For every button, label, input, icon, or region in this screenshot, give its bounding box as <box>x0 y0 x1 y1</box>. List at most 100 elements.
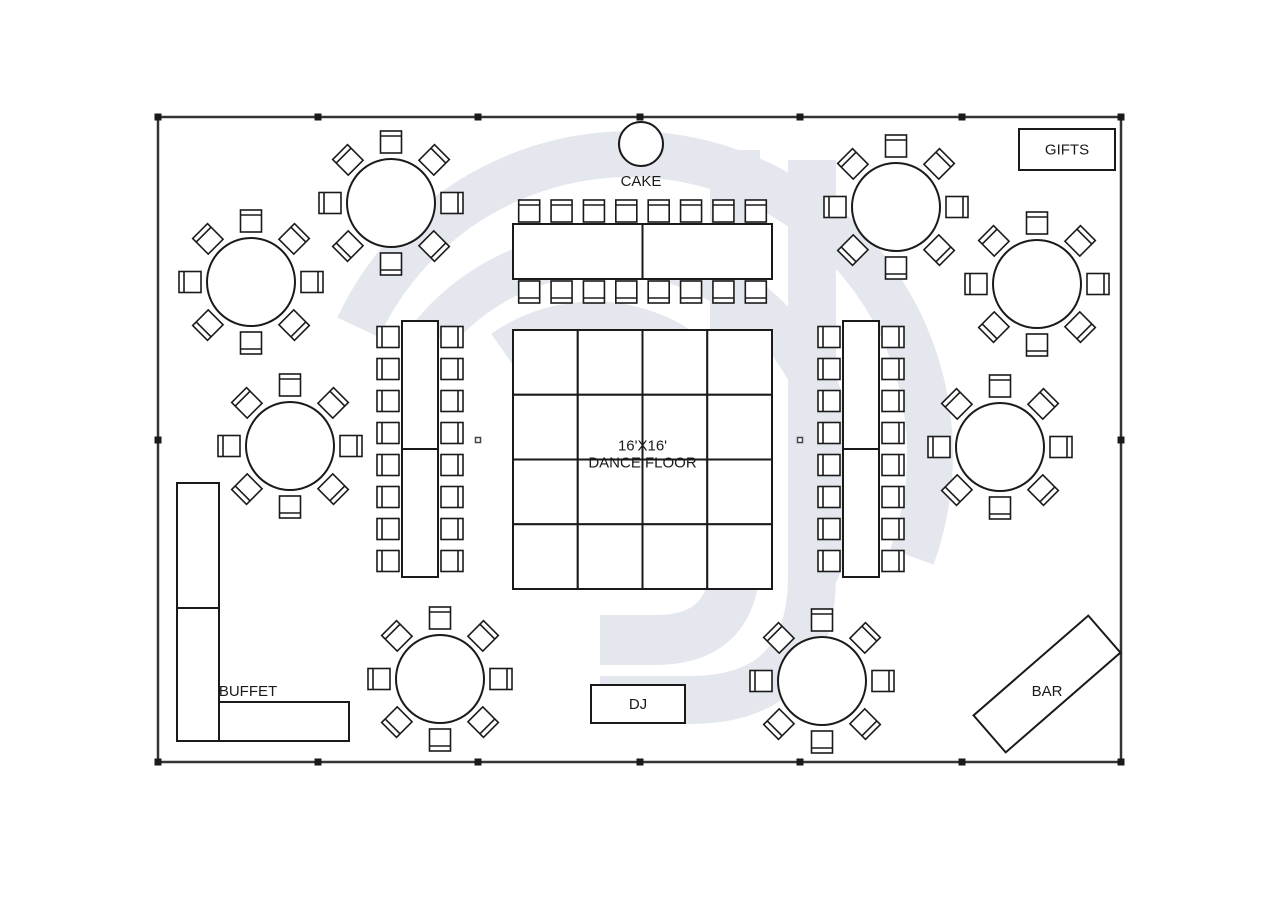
banquet-table-right-chair-right-1[interactable] <box>881 325 905 349</box>
bar-counter[interactable] <box>972 614 1122 754</box>
resize-handle-top-5[interactable] <box>958 113 966 121</box>
round-table-2-chair-3[interactable] <box>440 191 464 215</box>
round-table-2-chair-2[interactable] <box>417 143 451 177</box>
head-table-chair-top-6[interactable] <box>679 199 703 223</box>
banquet-table-left-chair-right-7[interactable] <box>440 517 464 541</box>
banquet-table-left-chair-right-6[interactable] <box>440 485 464 509</box>
round-table-5-chair-5[interactable] <box>884 256 908 280</box>
resize-handle-left-2[interactable] <box>154 758 162 766</box>
head-table-chair-bottom-7[interactable] <box>712 280 735 304</box>
round-table-7-chair-2[interactable] <box>1026 387 1060 421</box>
round-table-5-chair-2[interactable] <box>922 147 956 181</box>
round-table-1-chair-5[interactable] <box>239 331 263 355</box>
round-table-1[interactable] <box>206 237 296 327</box>
round-table-7-chair-4[interactable] <box>1026 473 1060 507</box>
banquet-table-right-chair-left-2[interactable] <box>817 357 841 381</box>
dance-floor-panel-r3c1[interactable] <box>512 458 579 526</box>
head-table-chair-bottom-6[interactable] <box>679 280 703 304</box>
banquet-table-left-chair-left-1[interactable] <box>376 325 400 349</box>
round-table-5-chair-1[interactable] <box>884 134 908 158</box>
dance-floor-panel-r2c4[interactable] <box>706 393 773 461</box>
head-table-chair-bottom-5[interactable] <box>647 280 670 304</box>
round-table-5-chair-6[interactable] <box>836 233 870 267</box>
banquet-table-right-chair-left-5[interactable] <box>817 453 841 477</box>
banquet-table-right-chair-right-7[interactable] <box>881 517 905 541</box>
buffet-counter[interactable] <box>176 482 350 742</box>
round-table-2-chair-8[interactable] <box>331 143 365 177</box>
banquet-table-left-chair-left-4[interactable] <box>376 421 400 445</box>
round-table-3-top[interactable] <box>245 401 335 491</box>
round-table-3-chair-5[interactable] <box>278 495 302 519</box>
round-table-5-chair-4[interactable] <box>922 233 956 267</box>
head-table-chair-top-7[interactable] <box>712 199 735 223</box>
banquet-table-left[interactable] <box>401 320 439 578</box>
head-table-chair-top-2[interactable] <box>550 199 573 223</box>
dance-floor-panel-r1c1[interactable] <box>512 329 579 396</box>
round-table-6-chair-1[interactable] <box>1025 211 1049 235</box>
round-table-3-chair-6[interactable] <box>230 472 264 506</box>
dance-floor[interactable] <box>512 329 773 590</box>
head-table-chair-top-5[interactable] <box>647 199 670 223</box>
round-table-5-chair-3[interactable] <box>945 195 969 219</box>
round-table-1-chair-3[interactable] <box>300 270 324 294</box>
head-table-chair-bottom-1[interactable] <box>517 280 541 304</box>
round-table-2-top[interactable] <box>346 158 436 248</box>
dance-floor-panel-r1c2[interactable] <box>576 329 644 396</box>
round-table-6-chair-6[interactable] <box>977 310 1011 344</box>
round-table-4-chair-3[interactable] <box>489 667 513 691</box>
banquet-table-left-chair-right-4[interactable] <box>440 421 464 445</box>
banquet-table-left-chair-right-3[interactable] <box>440 389 464 413</box>
banquet-table-left-chair-right-5[interactable] <box>440 453 464 477</box>
resize-handle-left-1[interactable] <box>154 436 162 444</box>
round-table-5-chair-7[interactable] <box>823 195 847 219</box>
banquet-table-left-chair-left-5[interactable] <box>376 453 400 477</box>
anchor-marker-1[interactable] <box>474 436 482 444</box>
banquet-table-right-chair-left-8[interactable] <box>817 549 841 573</box>
round-table-8-top[interactable] <box>777 636 867 726</box>
banquet-table-right-chair-right-5[interactable] <box>881 453 905 477</box>
round-table-2-chair-5[interactable] <box>379 252 403 276</box>
round-table-7-chair-1[interactable] <box>988 374 1012 398</box>
dj-table[interactable] <box>590 684 686 724</box>
banquet-table-right-chair-left-7[interactable] <box>817 517 841 541</box>
dance-floor-panel-r3c4[interactable] <box>706 458 773 526</box>
head-table-chair-bottom-8[interactable] <box>744 280 768 304</box>
round-table-1-chair-2[interactable] <box>277 222 311 256</box>
banquet-table-left-chair-left-2[interactable] <box>376 357 400 381</box>
round-table-6-chair-7[interactable] <box>964 272 988 296</box>
round-table-7-chair-6[interactable] <box>940 473 974 507</box>
round-table-1-chair-6[interactable] <box>191 308 225 342</box>
banquet-table-left-chair-right-1[interactable] <box>440 325 464 349</box>
head-table-chair-top-1[interactable] <box>517 199 541 223</box>
round-table-8-chair-3[interactable] <box>871 669 895 693</box>
round-table-6-chair-3[interactable] <box>1086 272 1110 296</box>
round-table-1-chair-1[interactable] <box>239 209 263 233</box>
round-table-4-top[interactable] <box>395 634 485 724</box>
round-table-7-chair-3[interactable] <box>1049 435 1073 459</box>
banquet-table-right-chair-left-6[interactable] <box>817 485 841 509</box>
round-table-7-chair-5[interactable] <box>988 496 1012 520</box>
round-table-1-chair-7[interactable] <box>178 270 202 294</box>
round-table-4[interactable] <box>395 634 485 724</box>
round-table-7-top[interactable] <box>955 402 1045 492</box>
head-table-chair-bottom-4[interactable] <box>615 280 638 304</box>
banquet-table-left-chair-left-8[interactable] <box>376 549 400 573</box>
resize-handle-top-1[interactable] <box>314 113 322 121</box>
banquet-table-right-segment-1[interactable] <box>842 320 880 450</box>
round-table-3-chair-2[interactable] <box>316 386 350 420</box>
banquet-table-right[interactable] <box>842 320 880 578</box>
banquet-table-left-chair-right-2[interactable] <box>440 357 464 381</box>
round-table-3-chair-4[interactable] <box>316 472 350 506</box>
round-table-3-chair-8[interactable] <box>230 386 264 420</box>
round-table-2[interactable] <box>346 158 436 248</box>
banquet-table-right-chair-right-8[interactable] <box>881 549 905 573</box>
resize-handle-right-0[interactable] <box>1117 113 1125 121</box>
round-table-2-chair-6[interactable] <box>331 229 365 263</box>
head-table[interactable] <box>512 223 773 280</box>
resize-handle-bottom-5[interactable] <box>958 758 966 766</box>
dance-floor-panel-r3c2[interactable] <box>576 458 644 526</box>
banquet-table-left-segment-1[interactable] <box>401 320 439 450</box>
head-table-segment-2[interactable] <box>641 223 773 280</box>
cake-table[interactable] <box>618 121 664 167</box>
